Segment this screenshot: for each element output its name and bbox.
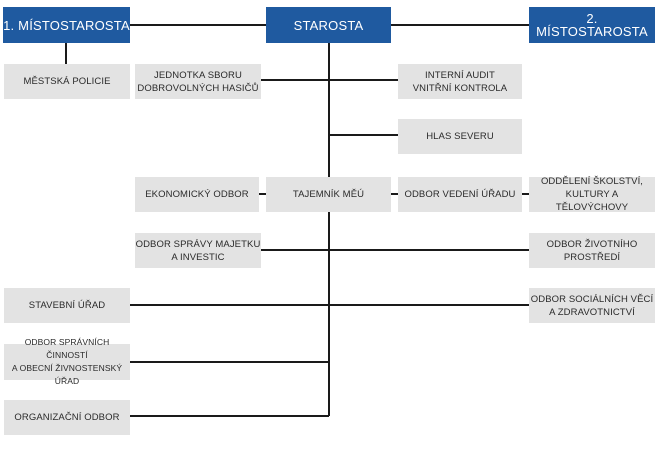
unit-economic: EKONOMICKÝ ODBOR [135,177,259,212]
unit-hlas-severu: HLAS SEVERU [398,119,522,154]
unit-school-culture: ODDĚLENÍ ŠKOLSTVÍ, KULTURY A TĚLOVÝCHOVY [529,176,655,213]
unit-economic-label: EKONOMICKÝ ODBOR [145,189,249,200]
unit-internal-audit: INTERNÍ AUDIT VNITŘNÍ KONTROLA [398,64,522,99]
secretary-box: TAJEMNÍK MěÚ [266,177,391,212]
unit-social-health: ODBOR SOCIÁLNÍCH VĚCÍ A ZDRAVOTNICTVÍ [529,288,655,323]
unit-environment: ODBOR ŽIVOTNÍHO PROSTŘEDÍ [529,233,655,268]
deputy-mayor-2-label: 2. MÍSTOSTAROSTA [536,11,648,39]
unit-property-investment-label: ODBOR SPRÁVY MAJETKU A INVESTIC [135,238,261,263]
unit-office-management-label: ODBOR VEDENÍ ÚŘADU [404,189,516,200]
unit-office-management: ODBOR VEDENÍ ÚŘADU [398,177,522,212]
unit-administrative: ODBOR SPRÁVNÍCH ČINNOSTÍ A OBECNÍ ŽIVNOS… [4,337,130,386]
unit-internal-audit-label: INTERNÍ AUDIT VNITŘNÍ KONTROLA [412,69,508,94]
mayor-box: STAROSTA [266,7,391,43]
unit-organizational-label: ORGANIZAČNÍ ODBOR [14,412,120,423]
unit-school-culture-label: ODDĚLENÍ ŠKOLSTVÍ, KULTURY A TĚLOVÝCHOVY [540,176,644,213]
unit-environment-label: ODBOR ŽIVOTNÍHO PROSTŘEDÍ [546,238,638,263]
secretary-label: TAJEMNÍK MěÚ [292,189,365,200]
unit-volunteer-firefighters: JEDNOTKA SBORU DOBROVOLNÝCH HASIČŮ [135,64,261,99]
unit-hlas-severu-label: HLAS SEVERU [426,131,494,142]
unit-volunteer-firefighters-label: JEDNOTKA SBORU DOBROVOLNÝCH HASIČŮ [137,69,259,94]
unit-building-office: STAVEBNÍ ÚŘAD [4,288,130,323]
deputy-mayor-1-label: 1. MÍSTOSTAROSTA [3,17,130,33]
deputy-mayor-1-box: 1. MÍSTOSTAROSTA [3,7,130,43]
deputy-mayor-2-box: 2. MÍSTOSTAROSTA [529,7,655,43]
mayor-label: STAROSTA [293,17,364,33]
unit-building-office-label: STAVEBNÍ ÚŘAD [28,300,106,311]
unit-social-health-label: ODBOR SOCIÁLNÍCH VĚCÍ A ZDRAVOTNICTVÍ [530,293,654,318]
unit-administrative-label: ODBOR SPRÁVNÍCH ČINNOSTÍ A OBECNÍ ŽIVNOS… [11,337,123,386]
unit-organizational: ORGANIZAČNÍ ODBOR [4,400,130,435]
unit-municipal-police: MĚSTSKÁ POLICIE [4,64,130,99]
unit-municipal-police-label: MĚSTSKÁ POLICIE [23,76,111,87]
unit-property-investment: ODBOR SPRÁVY MAJETKU A INVESTIC [135,233,261,268]
